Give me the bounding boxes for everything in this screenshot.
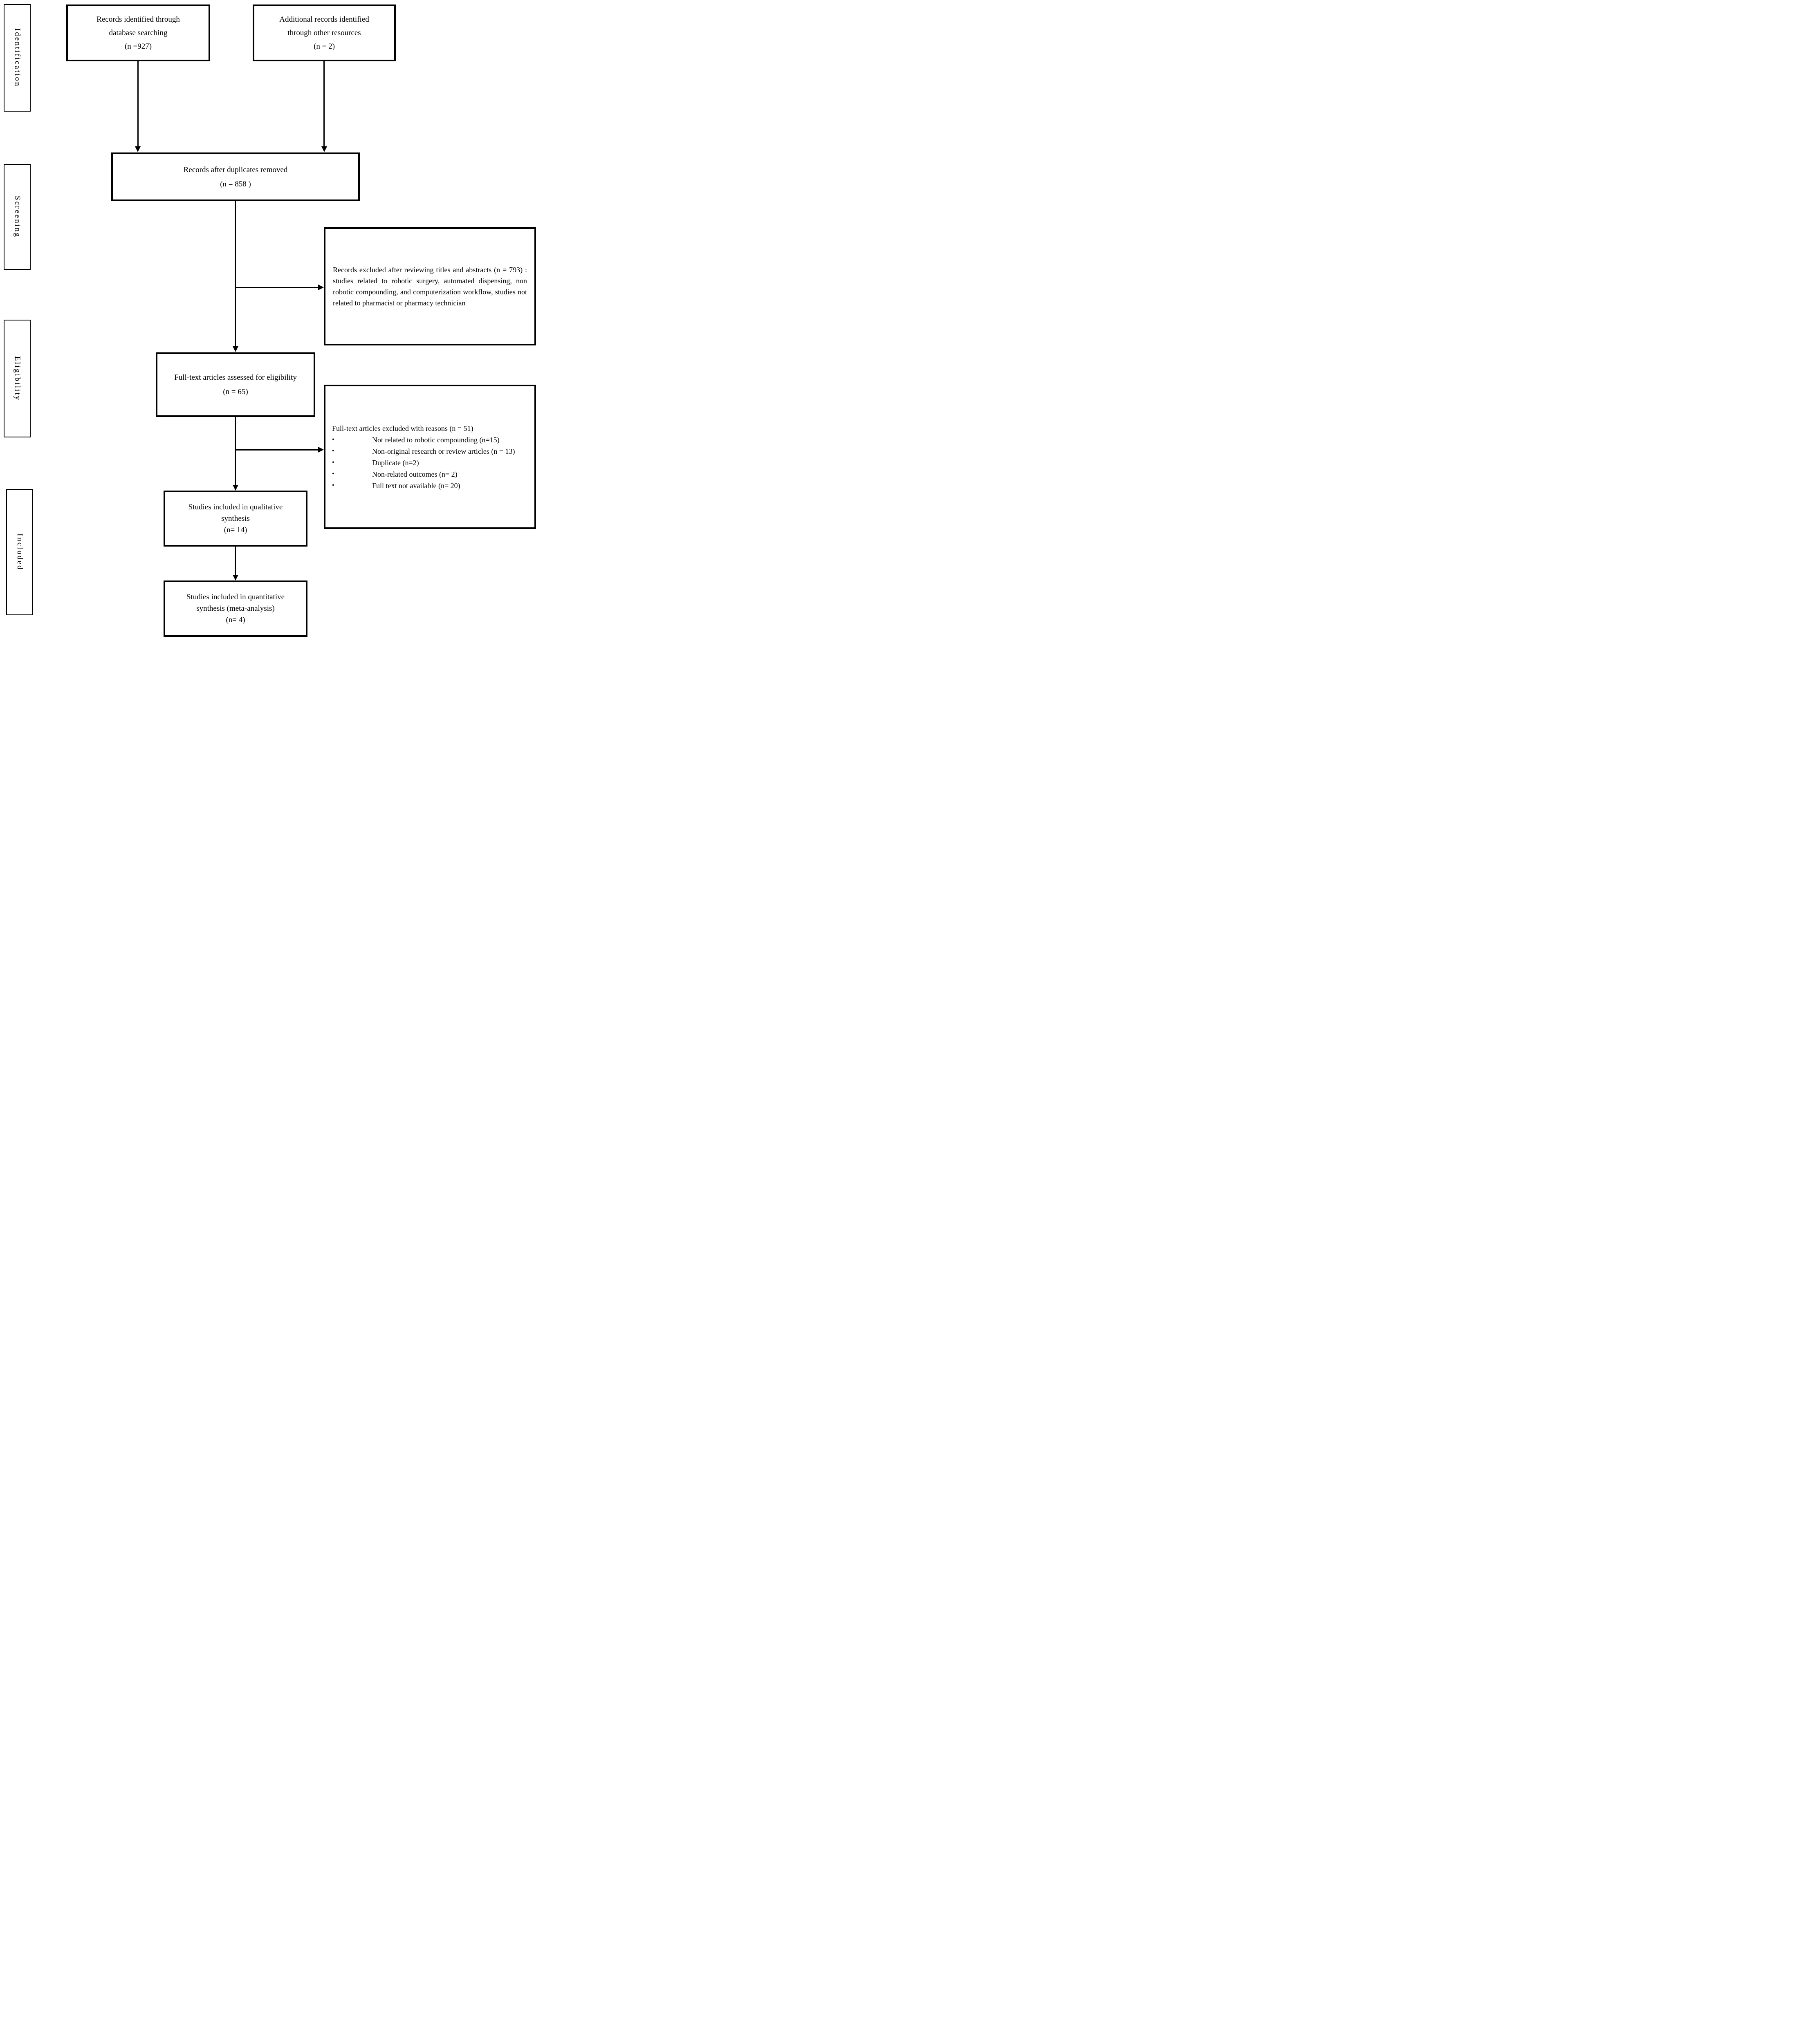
box-text-line: synthesis (meta-analysis)	[196, 604, 275, 613]
list-item-text: Full text not available (n= 20)	[372, 481, 460, 490]
stage-identification: Identification	[4, 4, 31, 112]
bullet-icon: •	[332, 436, 334, 443]
bullet-icon: •	[332, 459, 334, 466]
connector-branch-screening-exclusion	[236, 287, 318, 288]
stage-label: Identification	[13, 28, 22, 87]
arrowhead-down-icon	[233, 485, 238, 491]
list-item-text: Not related to robotic compounding (n=15…	[372, 435, 500, 444]
box-text-line: Records identified through	[96, 15, 180, 24]
box-fulltext-assessed: Full-text articles assessed for eligibil…	[156, 352, 315, 417]
box-text-line: Records after duplicates removed	[183, 165, 288, 174]
arrowhead-down-icon	[321, 146, 327, 152]
connector-fulltext-to-qualitative	[235, 417, 236, 485]
box-text-line: Studies included in qualitative	[188, 502, 283, 511]
box-quantitative-synthesis: Studies included in quantitative synthes…	[164, 580, 307, 637]
arrowhead-down-icon	[233, 346, 238, 352]
prisma-flow-diagram: Identification Screening Eligibility Inc…	[0, 0, 542, 641]
list-item-text: Duplicate (n=2)	[372, 458, 419, 467]
box-text-line: database searching	[109, 29, 168, 37]
box-text-line: Additional records identified	[279, 15, 369, 24]
stage-included: Included	[6, 489, 33, 615]
box-text-line: (n =927)	[124, 42, 152, 51]
box-text-line: synthesis	[221, 514, 250, 523]
exclusion-header: Full-text articles excluded with reasons…	[332, 424, 473, 433]
stage-label: Included	[16, 533, 24, 571]
list-item-text: Non-original research or review articles…	[372, 447, 515, 455]
list-item: • Non-original research or review articl…	[332, 446, 530, 457]
connector-duplicates-to-fulltext	[235, 201, 236, 347]
list-item: • Duplicate (n=2)	[332, 457, 530, 468]
box-text-line: Studies included in quantitative	[186, 593, 285, 601]
box-text-line: through other resources	[287, 29, 361, 37]
stage-eligibility: Eligibility	[4, 320, 31, 437]
box-text-line: (n = 65)	[223, 388, 248, 396]
box-text-line: Full-text articles assessed for eligibil…	[174, 373, 297, 382]
connector-additional-to-duplicates	[323, 61, 325, 146]
list-item: • Not related to robotic compounding (n=…	[332, 434, 530, 446]
list-item-text: Non-related outcomes (n= 2)	[372, 470, 458, 478]
connector-branch-fulltext-exclusion	[236, 449, 318, 450]
box-text-line: (n= 4)	[226, 616, 245, 624]
list-item: • Non-related outcomes (n= 2)	[332, 468, 530, 480]
bullet-icon: •	[332, 470, 334, 477]
box-duplicates-removed: Records after duplicates removed (n = 85…	[111, 152, 360, 201]
bullet-icon: •	[332, 447, 334, 455]
box-fulltext-excluded: Full-text articles excluded with reasons…	[324, 385, 536, 529]
box-text-line: (n= 14)	[224, 525, 247, 534]
list-item: • Full text not available (n= 20)	[332, 480, 530, 491]
arrowhead-down-icon	[233, 575, 238, 580]
box-records-identified: Records identified through database sear…	[66, 4, 210, 61]
box-text-line: (n = 858 )	[220, 179, 251, 188]
box-records-excluded-screening: Records excluded after reviewing titles …	[324, 227, 536, 345]
connector-qualitative-to-quantitative	[235, 547, 236, 575]
box-qualitative-synthesis: Studies included in qualitative synthesi…	[164, 491, 307, 547]
exclusion-text: Records excluded after reviewing titles …	[333, 265, 527, 307]
arrowhead-down-icon	[135, 146, 141, 152]
box-additional-records: Additional records identified through ot…	[253, 4, 396, 61]
bullet-icon: •	[332, 482, 334, 489]
arrowhead-right-icon	[318, 285, 324, 290]
connector-identified-to-duplicates	[137, 61, 139, 146]
stage-label: Eligibility	[13, 356, 22, 401]
box-text-line: (n = 2)	[314, 42, 335, 51]
stage-label: Screening	[13, 196, 22, 238]
arrowhead-right-icon	[318, 447, 324, 453]
stage-screening: Screening	[4, 164, 31, 270]
